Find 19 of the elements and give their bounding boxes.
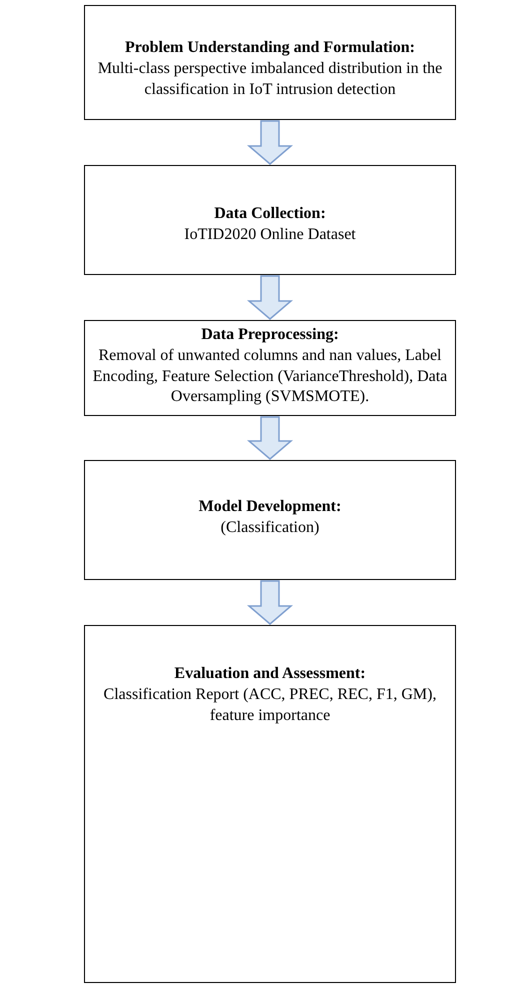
- step-description: Classification Report (ACC, PREC, REC, F1, GM), feature importance: [102, 684, 438, 726]
- step-heading: Data Collection:: [214, 204, 326, 224]
- step-description: IoTID2020 Online Dataset: [184, 224, 356, 245]
- block-arrow: [246, 275, 294, 320]
- block-arrow: [246, 416, 294, 460]
- block-arrow: [246, 120, 294, 165]
- step-heading: Evaluation and Assessment:: [174, 664, 366, 684]
- process-box: [84, 165, 456, 275]
- step-heading: Problem Understanding and Formulation:: [125, 38, 415, 58]
- block-arrow: [246, 580, 294, 625]
- step-heading: Data Preprocessing:: [201, 325, 339, 345]
- step-description: Multi-class perspective imbalanced distribution in the classification in IoT intrusion detection: [96, 58, 444, 100]
- process-box: [84, 320, 456, 416]
- process-box: [84, 5, 456, 120]
- step-description: (Classification): [220, 518, 320, 538]
- step-description: Removal of unwanted columns and nan values, Label Encoding, Feature Selection (VarianceThreshold), Data Oversampling (SVMSMOTE).: [92, 346, 448, 408]
- step-heading: Model Development:: [198, 497, 342, 517]
- process-box: [84, 460, 456, 580]
- process-box: [84, 625, 456, 983]
